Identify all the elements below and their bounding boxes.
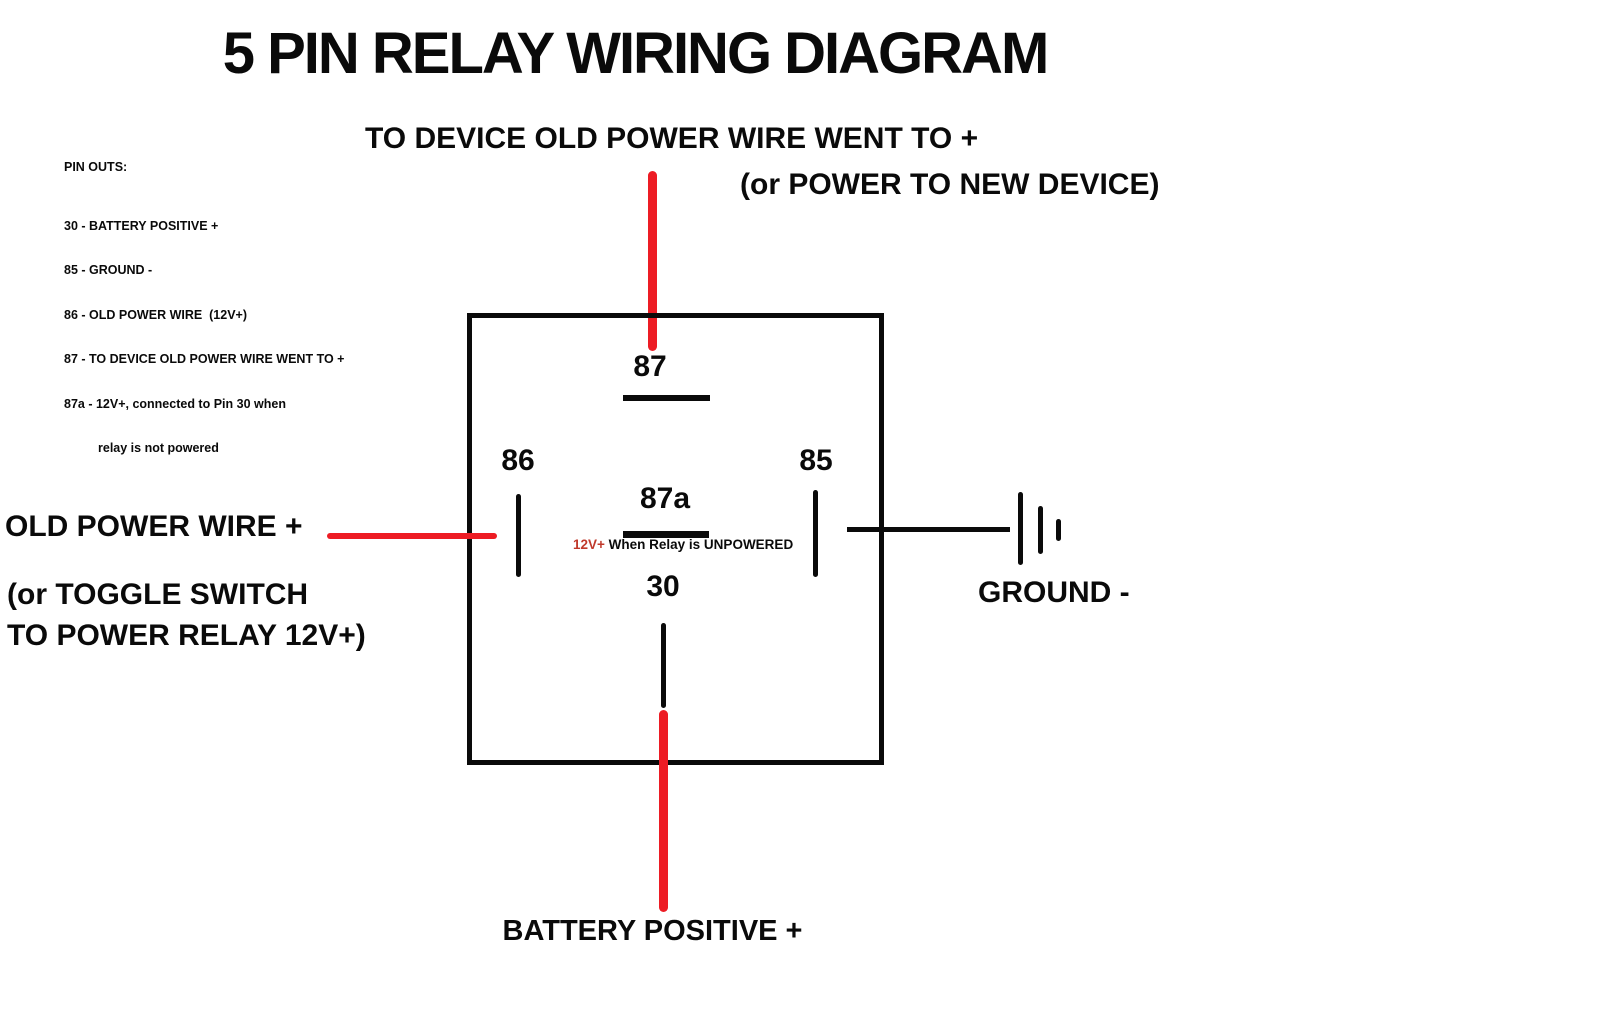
pinout-item-85: 85 - GROUND -	[64, 263, 153, 278]
pin-85-terminal-line	[813, 490, 818, 577]
pin-86-label: 86	[501, 444, 535, 477]
wire-pin30-red	[659, 710, 668, 912]
caption-unpowered: When Relay is UNPOWERED	[604, 537, 794, 552]
relay-outline	[467, 313, 884, 765]
label-ground: GROUND -	[978, 576, 1130, 609]
page-title: 5 PIN RELAY WIRING DIAGRAM	[222, 21, 1050, 86]
pin-87a-label: 87a	[639, 482, 691, 515]
ground-symbol-bar-short	[1056, 519, 1061, 541]
pin-30-terminal-line	[661, 623, 666, 708]
wire-pin86-red	[327, 533, 497, 539]
ground-symbol-bar-long	[1018, 492, 1023, 565]
label-power-new-device: (or POWER TO NEW DEVICE)	[740, 168, 1160, 201]
pin-85-label: 85	[799, 444, 833, 477]
pinout-item-86: 86 - OLD POWER WIRE (12V+)	[64, 307, 248, 322]
pin-87a-caption: 12V+ When Relay is UNPOWERED	[573, 537, 793, 552]
pin-87a-contact-bar	[623, 531, 709, 538]
caption-12v: 12V+	[573, 537, 605, 552]
label-toggle-switch: (or TOGGLE SWITCH TO POWER RELAY 12V+)	[7, 578, 366, 652]
ground-symbol-bar-medium	[1038, 506, 1043, 554]
pinout-item-30: 30 - BATTERY POSITIVE +	[64, 218, 219, 233]
label-old-power-wire: OLD POWER WIRE +	[5, 510, 303, 543]
pinouts-legend: PIN OUTS: 30 - BATTERY POSITIVE + 85 - G…	[64, 130, 344, 485]
pinout-item-87a: 87a - 12V+, connected to Pin 30 when	[64, 396, 286, 411]
pin-86-terminal-line	[516, 494, 521, 577]
pinout-item-87: 87 - TO DEVICE OLD POWER WIRE WENT TO +	[64, 352, 345, 367]
wire-pin85-ground	[847, 527, 1010, 532]
wire-pin87-red	[648, 171, 657, 351]
pinouts-heading: PIN OUTS:	[64, 159, 128, 174]
label-to-device: TO DEVICE OLD POWER WIRE WENT TO +	[365, 122, 979, 155]
pinout-item-87a-continued: relay is not powered	[98, 440, 219, 455]
pin-30-label: 30	[646, 570, 680, 603]
pin-87-label: 87	[633, 350, 667, 383]
label-battery-positive: BATTERY POSITIVE +	[502, 915, 803, 947]
pin-87-contact-bar	[623, 395, 710, 401]
